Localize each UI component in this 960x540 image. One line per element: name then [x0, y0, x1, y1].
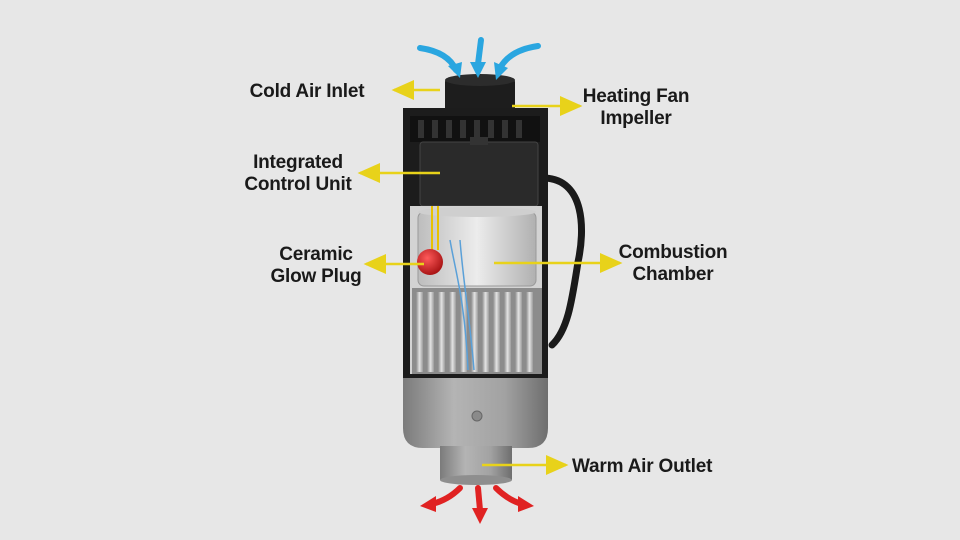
label-ceramic-glow-plug-2: Glow Plug: [270, 266, 361, 287]
label-combustion-chamber-2: Chamber: [633, 264, 715, 285]
pointer-arrows: [357, 80, 623, 475]
cold-air-arrows: [417, 37, 541, 80]
cold-air-arrow-center: [475, 37, 484, 67]
cold-air-arrow-right: [497, 43, 541, 71]
warm-air-arrow-center: [475, 485, 483, 513]
inlet-pipe: [445, 78, 515, 114]
power-cable: [541, 174, 585, 349]
glow-plug: [417, 249, 443, 275]
warm-air-arrow-left: [429, 485, 463, 507]
warm-air-arrows: [420, 485, 534, 524]
label-integrated-control-unit-2: Control Unit: [244, 174, 352, 195]
heater-unit: [403, 74, 585, 485]
outlet-pipe: [440, 446, 512, 480]
label-cold-air-inlet: Cold Air Inlet: [250, 81, 366, 102]
label-warm-air-outlet: Warm Air Outlet: [572, 456, 713, 477]
combustion-chamber-body: [417, 211, 537, 287]
heat-exchanger-fins: [412, 288, 542, 374]
label-combustion-chamber-1: Combustion: [619, 242, 728, 263]
label-ceramic-glow-plug-1: Ceramic: [279, 244, 353, 265]
label-heating-fan-impeller-2: Impeller: [600, 108, 672, 129]
label-heating-fan-impeller-1: Heating Fan: [583, 86, 690, 107]
label-integrated-control-unit-1: Integrated: [253, 152, 343, 173]
